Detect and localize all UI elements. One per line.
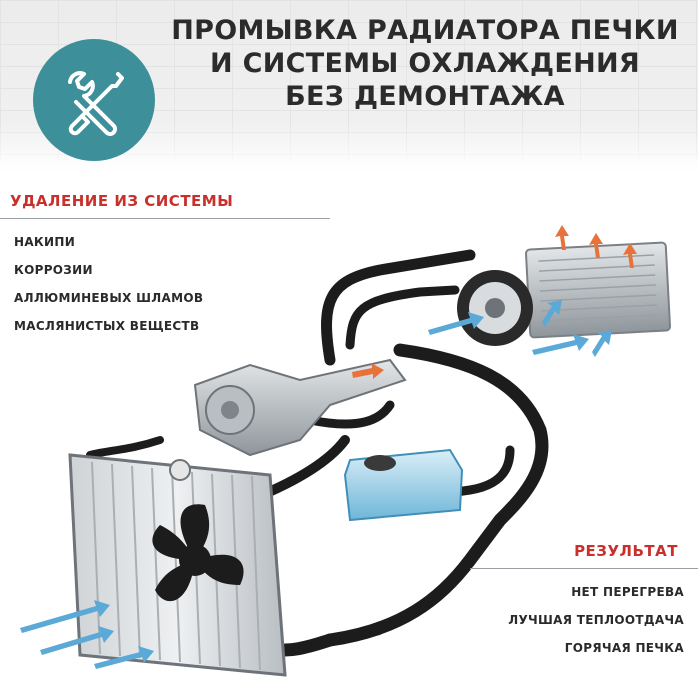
removal-heading: УДАЛЕНИЕ ИЗ СИСТЕМЫ [10, 192, 234, 210]
wrench-screwdriver-icon [68, 71, 124, 136]
list-item: ЛУЧШАЯ ТЕПЛООТДАЧА [508, 613, 684, 627]
removal-list: НАКИПИ КОРРОЗИИ АЛЛЮМИНЕВЫХ ШЛАМОВ МАСЛЯ… [14, 228, 203, 340]
title-line-1: ПРОМЫВКА РАДИАТОРА ПЕЧКИ [171, 15, 679, 46]
radiator-fan [152, 504, 244, 602]
list-item: НАКИПИ [14, 235, 76, 249]
engine-block [193, 358, 407, 457]
list-item: МАСЛЯНИСТЫХ ВЕЩЕСТВ [14, 319, 200, 333]
list-item: ГОРЯЧАЯ ПЕЧКА [564, 641, 684, 655]
tools-badge [33, 39, 155, 161]
result-heading: РЕЗУЛЬТАТ [574, 542, 678, 560]
page-title: ПРОМЫВКА РАДИАТОРА ПЕЧКИ И СИСТЕМЫ ОХЛАЖ… [160, 14, 690, 113]
cold-air-arrows [20, 300, 612, 669]
heater-blower [457, 270, 533, 346]
result-list: НЕТ ПЕРЕГРЕВА ЛУЧШАЯ ТЕПЛООТДАЧА ГОРЯЧАЯ… [508, 578, 684, 662]
hot-air-arrows [352, 225, 637, 379]
result-divider [470, 568, 698, 569]
removal-divider [0, 218, 330, 219]
main-radiator [68, 453, 287, 677]
expansion-tank [343, 448, 464, 522]
title-line-3: БЕЗ ДЕМОНТАЖА [285, 81, 565, 112]
list-item: АЛЛЮМИНЕВЫХ ШЛАМОВ [14, 291, 204, 305]
title-line-2: И СИСТЕМЫ ОХЛАЖДЕНИЯ [210, 48, 640, 79]
list-item: КОРРОЗИИ [14, 263, 93, 277]
list-item: НЕТ ПЕРЕГРЕВА [571, 585, 684, 599]
